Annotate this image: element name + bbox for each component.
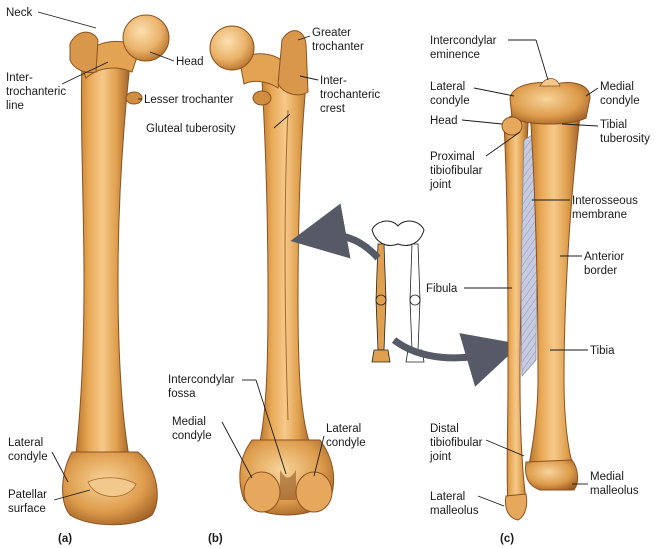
femur-a-head bbox=[123, 15, 169, 61]
label-tibia: Tibia bbox=[590, 345, 615, 357]
label-fibula: Fibula bbox=[426, 283, 458, 295]
femur-b-lateral-condyle bbox=[296, 472, 332, 512]
panel-label-c: (c) bbox=[500, 533, 514, 545]
label-tibial-tuberosity-2: tuberosity bbox=[600, 133, 650, 145]
label-intertrochanteric-crest-1: Inter- bbox=[320, 75, 347, 87]
label-lateral-condyle-c-2: condyle bbox=[430, 95, 470, 107]
label-proximal-tibiofibular-3: joint bbox=[429, 179, 452, 191]
label-lateral-condyle-a-1: Lateral bbox=[8, 437, 43, 449]
label-medial-condyle-b-1: Medial bbox=[172, 416, 206, 428]
femur-b-lesser-trochanter bbox=[253, 91, 271, 105]
label-intertrochanteric-line-3: line bbox=[6, 100, 24, 112]
leader-lateral-malleolus bbox=[478, 496, 504, 506]
label-intertrochanteric-crest-3: crest bbox=[320, 103, 346, 115]
leader-lateral-condyle-c bbox=[474, 88, 514, 96]
panel-label-b: (b) bbox=[208, 533, 223, 545]
label-intertrochanteric-line-1: Inter- bbox=[6, 72, 33, 84]
label-lateral-condyle-b-2: condyle bbox=[326, 437, 366, 449]
femur-b-greater-trochanter bbox=[278, 31, 308, 95]
label-medial-malleolus-1: Medial bbox=[590, 471, 624, 483]
label-neck: Neck bbox=[6, 7, 32, 19]
tibial-plateau bbox=[510, 83, 590, 124]
label-proximal-tibiofibular-2: tibiofibular bbox=[430, 165, 483, 177]
leader-head-c bbox=[462, 120, 502, 124]
tibia-fibula-view bbox=[502, 79, 590, 521]
label-lateral-malleolus-2: malleolus bbox=[430, 505, 479, 517]
panel-label-a: (a) bbox=[58, 533, 72, 545]
femur-a-shaft bbox=[75, 55, 130, 462]
label-lateral-condyle-a-2: condyle bbox=[8, 451, 48, 463]
femur-a-lesser-trochanter bbox=[126, 92, 142, 104]
label-interosseous-membrane-1: Interosseous bbox=[572, 195, 638, 207]
label-proximal-tibiofibular-1: Proximal bbox=[430, 151, 475, 163]
label-distal-tibiofibular-3: joint bbox=[429, 451, 452, 463]
other-knee-icon bbox=[410, 295, 420, 305]
femur-anterior-view bbox=[63, 15, 169, 525]
femur-a-trochanter bbox=[70, 32, 98, 72]
leader-intercondylar-eminence-b bbox=[536, 40, 548, 80]
femur-b-medial-condyle bbox=[244, 472, 280, 512]
label-gluteal-tuberosity: Gluteal tuberosity bbox=[146, 123, 236, 135]
label-lesser-trochanter: Lesser trochanter bbox=[144, 94, 234, 106]
label-head-a: Head bbox=[176, 56, 204, 68]
femur-b-head bbox=[210, 26, 254, 70]
label-distal-tibiofibular-2: tibiofibular bbox=[430, 437, 483, 449]
intercondylar-eminence-bump bbox=[540, 79, 560, 87]
label-anterior-border-1: Anterior bbox=[584, 251, 624, 263]
label-greater-trochanter-2: trochanter bbox=[312, 41, 364, 53]
leader-neck bbox=[38, 12, 96, 28]
label-medial-condyle-b-2: condyle bbox=[172, 430, 212, 442]
distal-tibia bbox=[526, 460, 578, 490]
highlighted-knee-icon bbox=[376, 295, 386, 305]
pelvis-icon bbox=[372, 221, 424, 245]
label-patellar-surface-2: surface bbox=[8, 503, 46, 515]
label-intercondylar-eminence-2: eminence bbox=[430, 49, 480, 61]
lateral-malleolus-bone bbox=[506, 494, 527, 520]
label-intertrochanteric-line-2: trochanteric bbox=[6, 86, 66, 98]
label-intercondylar-fossa-2: fossa bbox=[168, 388, 196, 400]
label-interosseous-membrane-2: membrane bbox=[572, 209, 627, 221]
label-distal-tibiofibular-1: Distal bbox=[430, 423, 459, 435]
label-intertrochanteric-crest-2: trochanteric bbox=[320, 89, 380, 101]
label-tibial-tuberosity-1: Tibial bbox=[600, 119, 627, 131]
label-patellar-surface-1: Patellar bbox=[8, 489, 47, 501]
label-intercondylar-fossa-1: Intercondylar bbox=[168, 374, 235, 386]
label-intercondylar-eminence-1: Intercondylar bbox=[430, 35, 497, 47]
label-medial-condyle-c-2: condyle bbox=[600, 95, 640, 107]
label-lateral-condyle-c-1: Lateral bbox=[430, 81, 465, 93]
label-lateral-malleolus-1: Lateral bbox=[430, 491, 465, 503]
label-anterior-border-2: border bbox=[584, 265, 617, 277]
label-greater-trochanter-1: Greater bbox=[312, 27, 351, 39]
label-lateral-condyle-b-1: Lateral bbox=[326, 423, 361, 435]
arrow-to-femur bbox=[318, 235, 378, 258]
label-head-c: Head bbox=[430, 115, 458, 127]
highlighted-foot-icon bbox=[372, 350, 390, 362]
label-medial-malleolus-2: malleolus bbox=[590, 485, 639, 497]
label-medial-condyle-c-1: Medial bbox=[600, 81, 634, 93]
